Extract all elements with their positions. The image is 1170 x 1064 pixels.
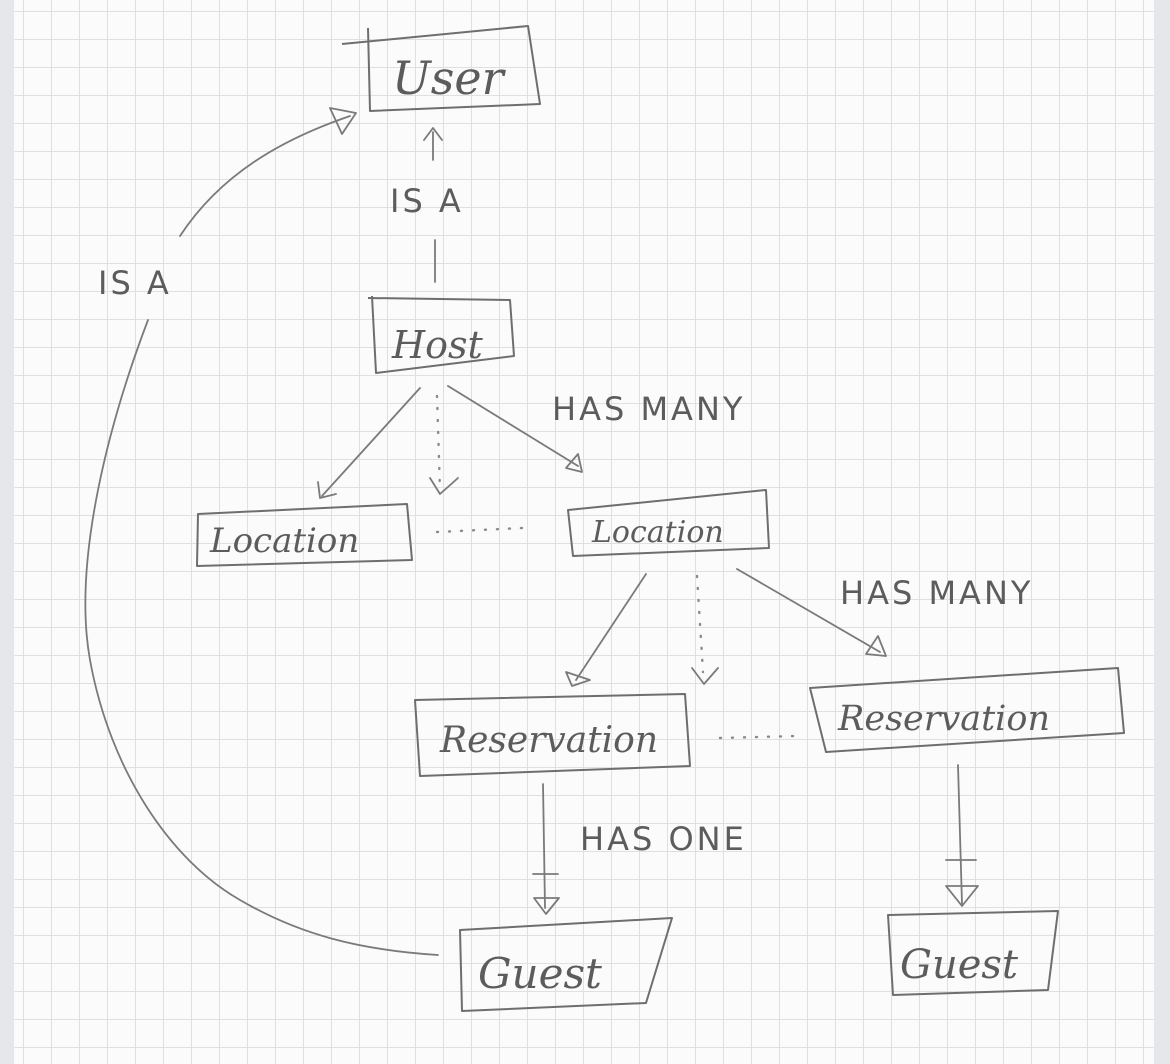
host-node-label: Host: [391, 323, 484, 367]
reservation-left-node-label: Reservation: [439, 720, 658, 761]
location-has-many-reservations-edge: HAS MANY: [565, 568, 1033, 740]
reservation-right-node: Reservation: [809, 667, 1125, 753]
reservation-has-one-guest-label: HAS ONE: [580, 820, 747, 858]
guest-is-a-user-edge: IS A: [84, 107, 439, 956]
reservation-has-one-guest-right-edge: [945, 764, 979, 907]
host-has-many-locations-edge: HAS MANY: [317, 385, 745, 534]
host-node: Host: [367, 295, 515, 374]
location-left-node-label: Location: [209, 521, 359, 561]
reservation-left-node: Reservation: [414, 693, 691, 777]
location-has-many-reservations-label: HAS MANY: [840, 574, 1033, 612]
reservation-has-one-guest-left-edge: HAS ONE: [532, 783, 747, 915]
host-is-a-user-label: IS A: [390, 182, 464, 220]
grid-paper: [14, 0, 1154, 1064]
user-node-label: User: [392, 51, 507, 105]
guest-left-node-label: Guest: [478, 949, 602, 998]
guest-right-node: Guest: [887, 910, 1059, 996]
guest-is-a-user-label: IS A: [98, 264, 172, 302]
location-left-node: Location: [196, 503, 413, 567]
location-right-node: Location: [567, 489, 770, 557]
reservation-right-node-label: Reservation: [837, 699, 1050, 739]
user-node: User: [341, 25, 541, 112]
guest-left-node: Guest: [459, 917, 673, 1012]
location-right-node-label: Location: [591, 515, 724, 550]
host-has-many-locations-label: HAS MANY: [552, 390, 745, 428]
host-is-a-user-edge: IS A: [390, 127, 464, 283]
guest-right-node-label: Guest: [900, 942, 1019, 988]
